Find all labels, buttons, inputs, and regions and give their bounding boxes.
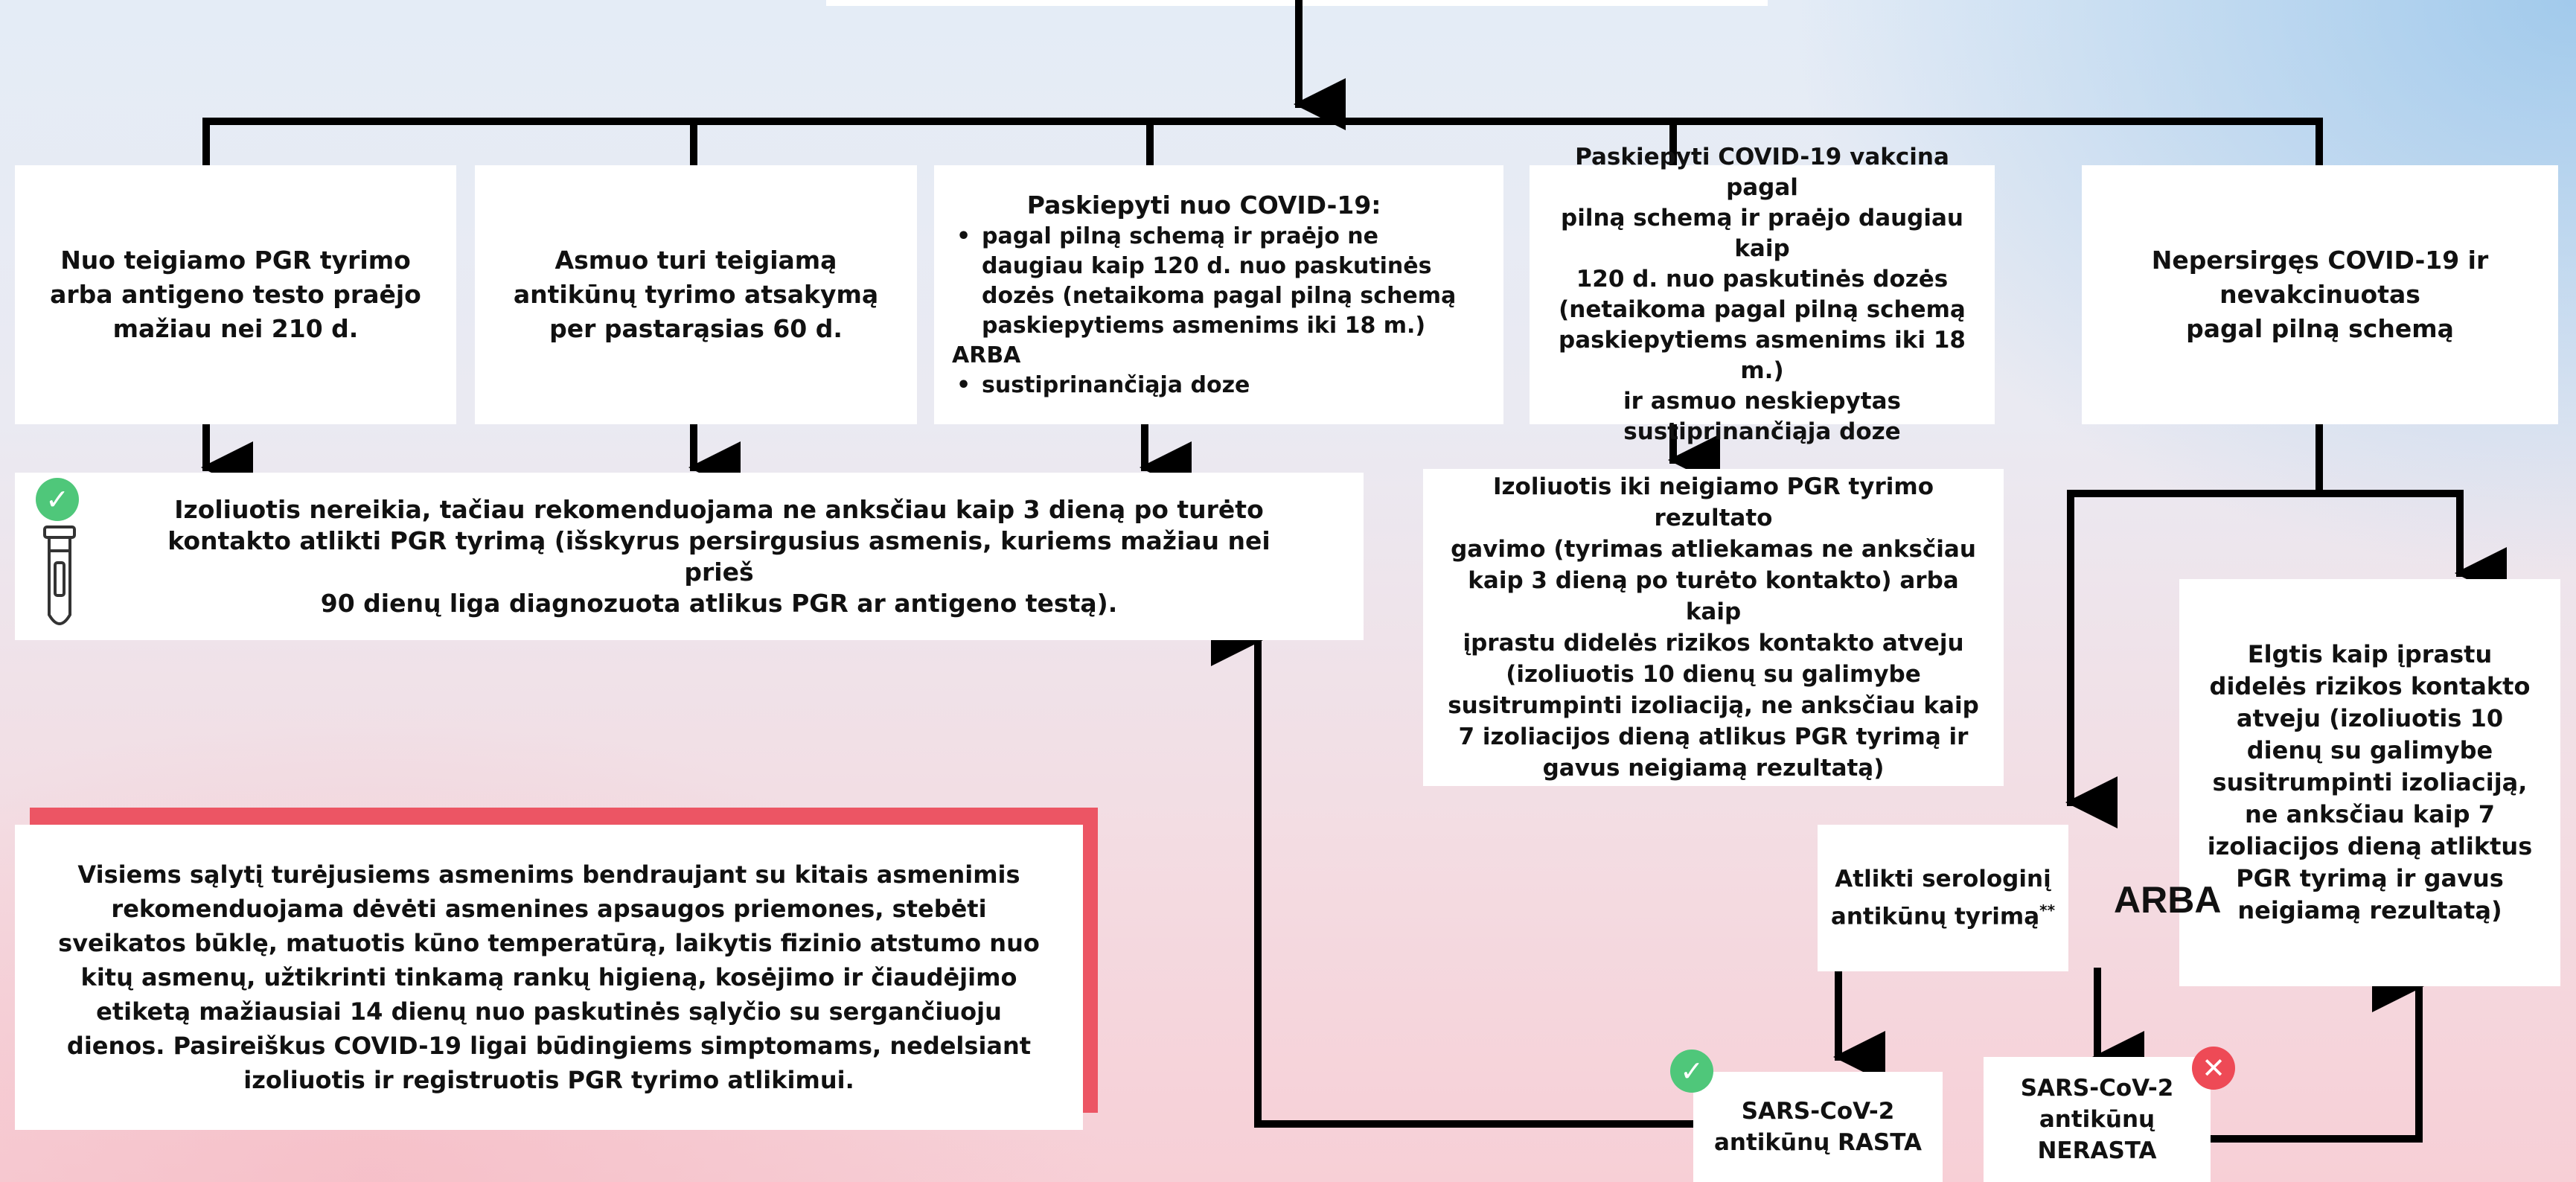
condition-text-unvaccinated: Nepersirgęs COVID-19 ir nevakcinuotas pa… [2151, 246, 2489, 343]
outcome-box-high-risk: Elgtis kaip įprastu didelės rizikos kont… [2179, 579, 2560, 986]
vaccinated-or-label: ARBA [952, 342, 1021, 368]
general-recommendation-box: Visiems sąlytį turėjusiems asmenims bend… [15, 825, 1083, 1130]
serology-or-label: ARBA [2114, 879, 2222, 921]
condition-text-antibodies: Asmuo turi teigiamą antikūnų tyrimo atsa… [513, 246, 879, 343]
antibodies-not-found-box: SARS-CoV-2 antikūnų NERASTA [1984, 1057, 2211, 1182]
vaccinated-bullet-1: pagal pilną schemą ir praėjo ne daugiau … [952, 222, 1456, 341]
outcome-text-no-isolation: Izoliuotis nereikia, tačiau rekomenduoja… [167, 494, 1271, 618]
antibodies-found-box: SARS-CoV-2 antikūnų RASTA [1693, 1072, 1943, 1182]
vaccinated-bullet-2: sustiprinančiąja doze [952, 371, 1456, 400]
test-tube-icon [43, 525, 76, 625]
antibodies-not-found-text: SARS-CoV-2 antikūnų NERASTA [2020, 1075, 2174, 1164]
arrow-found-to-no-isolation [1211, 614, 1697, 1128]
serology-test-box: Atlikti serologinį antikūnų tyrimą** [1818, 825, 2068, 971]
x-circle-icon: ✕ [2192, 1047, 2235, 1090]
condition-box-vaccinated: Paskiepyti nuo COVID-19: pagal pilną sch… [934, 165, 1503, 424]
vaccinated-title: Paskiepyti nuo COVID-19: [1026, 191, 1381, 220]
condition-text-pcr-antigen: Nuo teigiamo PGR tyrimo arba antigeno te… [50, 246, 421, 343]
antibodies-found-text: SARS-CoV-2 antikūnų RASTA [1714, 1098, 1922, 1156]
serology-footnote-mark: ** [2039, 901, 2056, 920]
outcome-box-no-isolation: Izoliuotis nereikia, tačiau rekomenduoja… [15, 473, 1364, 640]
condition-box-pcr-antigen: Nuo teigiamo PGR tyrimo arba antigeno te… [15, 165, 456, 424]
condition-text-vaccinated-over-120: Paskiepyti COVID-19 vakcina pagal pilną … [1559, 144, 1966, 445]
condition-box-antibodies: Asmuo turi teigiamą antikūnų tyrimo atsa… [475, 165, 917, 424]
check-circle-icon: ✓ [36, 478, 79, 521]
condition-box-unvaccinated: Nepersirgęs COVID-19 ir nevakcinuotas pa… [2082, 165, 2558, 424]
arrow-not-found-to-high-risk [2207, 960, 2424, 1143]
serology-test-text: Atlikti serologinį antikūnų tyrimą [1830, 866, 2051, 930]
general-recommendation-text: Visiems sąlytį turėjusiems asmenims bend… [58, 860, 1040, 1094]
check-circle-icon: ✓ [1670, 1050, 1713, 1093]
outcome-box-isolate-until-negative: Izoliuotis iki neigiamo PGR tyrimo rezul… [1423, 469, 2004, 786]
outcome-text-high-risk: Elgtis kaip įprastu didelės rizikos kont… [2207, 640, 2533, 924]
condition-box-vaccinated-over-120: Paskiepyti COVID-19 vakcina pagal pilną … [1530, 144, 1995, 445]
outcome-text-isolate-until-negative: Izoliuotis iki neigiamo PGR tyrimo rezul… [1448, 473, 1979, 782]
